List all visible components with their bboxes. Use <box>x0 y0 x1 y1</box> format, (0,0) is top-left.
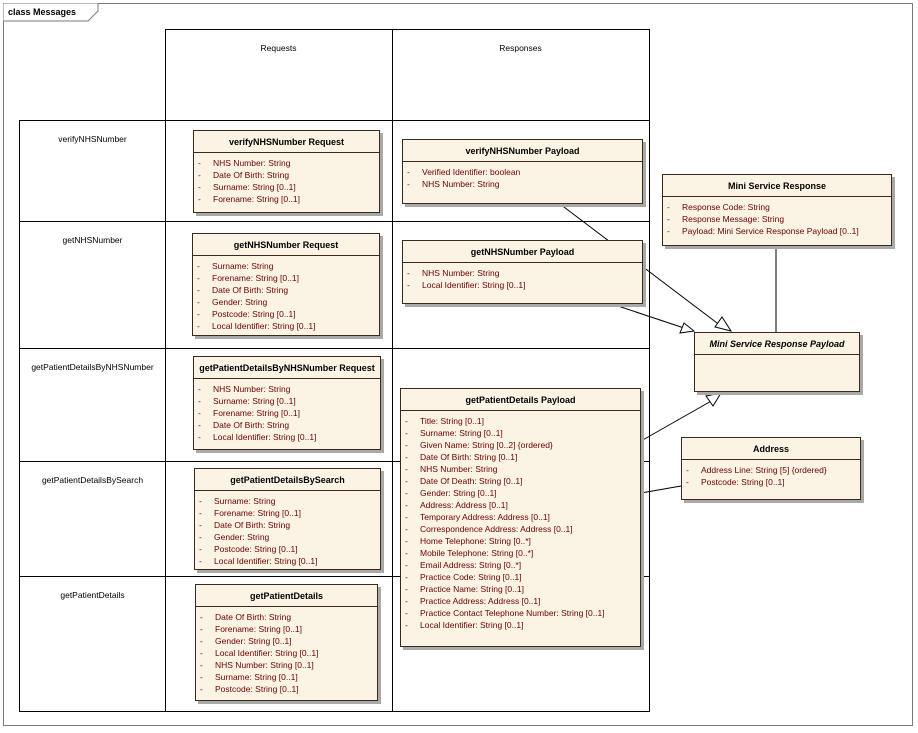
class-name: Address <box>682 438 860 460</box>
class-getpatientdetailsbysearch[interactable]: getPatientDetailsBySearch -Surname: Stri… <box>194 468 381 570</box>
class-attribute: -Correspondence Address: Address [0..1] <box>405 524 573 534</box>
lane-row-details <box>19 576 650 712</box>
row-header-verify: verifyNHSNumber <box>58 134 127 144</box>
class-attribute: -Local Identifier: String [0..1] <box>198 432 317 442</box>
class-name: getNHSNumber Payload <box>403 241 642 263</box>
generalization-arrowhead-details <box>705 392 723 407</box>
class-attribute: -Surname: String <box>199 496 276 506</box>
class-attribute: -Home Telephone: String [0..*] <box>405 536 531 546</box>
class-attribute: -Response Message: String <box>667 214 785 224</box>
column-header-requests: Requests <box>260 43 297 53</box>
class-name: Mini Service Response <box>663 175 891 197</box>
class-attribute: -Mobile Telephone: String [0..*] <box>405 548 534 558</box>
class-getpatientdetailsbynhsnumber-request[interactable]: getPatientDetailsByNHSNumber Request -NH… <box>193 356 381 450</box>
class-attribute: -Date Of Death: String [0..1] <box>405 476 523 486</box>
class-attribute: -Title: String [0..1] <box>405 416 484 426</box>
class-attribute: -Address: Address [0..1] <box>405 500 508 510</box>
row-header-bynhs: getPatientDetailsByNHSNumber <box>31 362 154 372</box>
class-attribute: -NHS Number: String <box>407 179 500 189</box>
frame-label: class Messages <box>8 7 77 17</box>
row-header-getnhs: getNHSNumber <box>62 235 123 245</box>
class-name: verifyNHSNumber Request <box>194 131 379 153</box>
class-name: getPatientDetailsByNHSNumber Request <box>194 357 380 379</box>
class-name: Mini Service Response Payload <box>695 333 859 355</box>
class-name: verifyNHSNumber Payload <box>403 140 642 162</box>
diagram-frame <box>3 3 913 726</box>
class-address[interactable]: Address -Address Line: String [5] {order… <box>681 437 861 500</box>
class-attribute: -Postcode: String [0..1] <box>197 309 296 319</box>
class-attribute: -Date Of Birth: String <box>197 285 289 295</box>
class-attribute: -Gender: String [0..1] <box>200 636 292 646</box>
class-attribute: -Local Identifier: String [0..1] <box>197 321 316 331</box>
class-mini-service-response-payload[interactable]: Mini Service Response Payload <box>694 332 860 392</box>
class-getnhsnumber-payload[interactable]: getNHSNumber Payload -NHS Number: String… <box>402 240 643 304</box>
generalization-line-getnhs <box>611 303 685 329</box>
class-getnhsnumber-request[interactable]: getNHSNumber Request -Surname: String -F… <box>192 233 380 336</box>
class-attribute: -Given Name: String [0..2] {ordered} <box>405 440 553 450</box>
class-attribute: -Local Identifier: String [0..1] <box>200 648 319 658</box>
class-name: getNHSNumber Request <box>193 234 379 256</box>
class-attribute: -Practice Contact Telephone Number: Stri… <box>405 608 605 618</box>
class-attribute: -Payload: Mini Service Response Payload … <box>667 226 859 236</box>
column-header-responses: Responses <box>499 43 542 53</box>
row-header-details: getPatientDetails <box>60 590 125 600</box>
class-attribute: -Surname: String [0..1] <box>198 182 296 192</box>
class-attribute: -NHS Number: String <box>405 464 498 474</box>
class-attribute: -Forename: String [0..1] <box>198 408 300 418</box>
class-name: getPatientDetails <box>196 585 377 607</box>
class-name: getPatientDetailsBySearch <box>195 469 380 491</box>
class-attribute: -Forename: String [0..1] <box>198 194 300 204</box>
class-attribute: -Surname: String [0..1] <box>200 672 298 682</box>
class-attribute: -Surname: String [0..1] <box>405 428 503 438</box>
class-attribute: -Gender: String [0..1] <box>405 488 497 498</box>
class-getpatientdetails-payload[interactable]: getPatientDetails Payload -Title: String… <box>400 388 641 647</box>
class-attribute: -Response Code: String <box>667 202 770 212</box>
generalization-arrowhead-getnhs <box>679 322 696 334</box>
class-getpatientdetails[interactable]: getPatientDetails -Date Of Birth: String… <box>195 584 378 701</box>
class-attribute: -Date Of Birth: String <box>199 520 291 530</box>
class-attribute: -Temporary Address: Address [0..1] <box>405 512 550 522</box>
class-name: getPatientDetails Payload <box>401 389 640 411</box>
class-attribute: -Date Of Birth: String <box>198 170 290 180</box>
association-line-address <box>640 485 682 494</box>
class-verifynhsnumber-payload[interactable]: verifyNHSNumber Payload -Verified Identi… <box>402 139 643 204</box>
class-attribute: -Postcode: String [0..1] <box>200 684 299 694</box>
class-attribute: -Address Line: String [5] {ordered} <box>686 465 827 475</box>
generalization-arrowhead-verify <box>714 316 733 332</box>
class-attribute: -Local Identifier: String [0..1] <box>407 280 526 290</box>
class-attribute: -Verified Identifier: boolean <box>407 167 521 177</box>
class-attribute: -NHS Number: String <box>198 384 291 394</box>
class-attribute: -Local Identifier: String [0..1] <box>405 620 524 630</box>
class-attribute: -Forename: String [0..1] <box>199 508 301 518</box>
generalization-line-details <box>640 399 714 442</box>
class-verifynhsnumber-request[interactable]: verifyNHSNumber Request -NHS Number: Str… <box>193 130 380 213</box>
class-attribute: -NHS Number: String <box>198 158 291 168</box>
class-attribute: -Date Of Birth: String <box>200 612 292 622</box>
class-attribute: -NHS Number: String <box>407 268 500 278</box>
class-attribute: -Postcode: String [0..1] <box>686 477 785 487</box>
class-attribute: -Date Of Birth: String [0..1] <box>405 452 518 462</box>
class-attribute: -Local Identifier: String [0..1] <box>199 556 318 566</box>
class-attribute: -Practice Address: Address [0..1] <box>405 596 541 606</box>
class-attribute: -Practice Code: String [0..1] <box>405 572 522 582</box>
class-attribute: -Email Address: String [0..*] <box>405 560 522 570</box>
class-attribute: -Gender: String <box>199 532 270 542</box>
class-mini-service-response[interactable]: Mini Service Response -Response Code: St… <box>662 174 892 246</box>
class-attribute: -Forename: String [0..1] <box>200 624 302 634</box>
class-attribute: -Date Of Birth: String <box>198 420 290 430</box>
class-attribute: -Practice Name: String [0..1] <box>405 584 524 594</box>
class-attribute: -Surname: String [0..1] <box>198 396 296 406</box>
class-attribute: -Postcode: String [0..1] <box>199 544 298 554</box>
class-attribute: -Gender: String <box>197 297 268 307</box>
class-attribute: -Forename: String [0..1] <box>197 273 299 283</box>
row-header-bysearch: getPatientDetailsBySearch <box>41 475 144 485</box>
class-attribute: -Surname: String <box>197 261 274 271</box>
class-attribute: -NHS Number: String [0..1] <box>200 660 314 670</box>
